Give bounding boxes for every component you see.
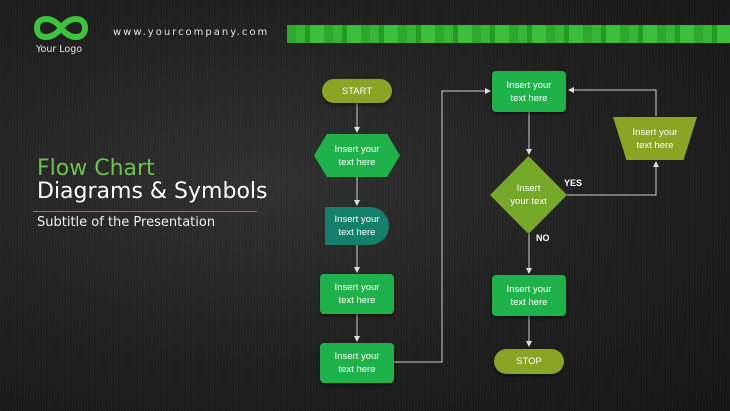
- title-line-1: Flow Chart: [37, 156, 155, 181]
- manual-op-text-line-2: text here: [636, 139, 674, 151]
- process-box-left-1: Insert your text here: [320, 274, 394, 314]
- decision-text: Insert your text: [490, 156, 567, 234]
- process-left-1-line-2: text here: [338, 295, 376, 306]
- process-bottom-right-line-2: text here: [510, 296, 548, 308]
- title-divider: [33, 211, 257, 212]
- process-bottom-right-line-1: Insert your: [506, 283, 552, 295]
- infinity-icon: [33, 16, 89, 40]
- stop-terminator: STOP: [494, 349, 564, 374]
- delay-shape: Insert your text here: [325, 207, 389, 245]
- hexagon-text-line-1: Insert your: [334, 143, 380, 155]
- process-left-2-line-1: Insert your: [334, 351, 380, 362]
- process-box-top-right: Insert your text here: [492, 71, 566, 112]
- connector-manual-topright: [568, 87, 657, 116]
- process-left-1-line-1: Insert your: [334, 282, 380, 293]
- process-box-bottom-right: Insert your text here: [492, 275, 566, 316]
- stop-label: STOP: [516, 356, 542, 367]
- delay-text-line-2: text here: [338, 227, 376, 238]
- preparation-hexagon: Insert your text here: [314, 134, 400, 177]
- subtitle: Subtitle of the Presentation: [37, 215, 216, 230]
- process-left-2-line-2: text here: [338, 364, 376, 375]
- yes-label: YES: [564, 178, 583, 188]
- logo-text: Your Logo: [36, 44, 83, 55]
- start-label: START: [341, 85, 373, 97]
- decision-text-line-1: Insert: [516, 183, 541, 194]
- process-top-right-line-1: Insert your: [506, 79, 552, 91]
- process-top-right-line-2: text here: [510, 92, 548, 104]
- website-url: www.yourcompany.com: [113, 27, 270, 38]
- title-line-2: Diagrams & Symbols: [37, 179, 268, 204]
- no-label: NO: [536, 233, 550, 243]
- manual-op-text-line-1: Insert your: [632, 126, 678, 138]
- start-terminator: START: [322, 79, 392, 103]
- delay-text-line-1: Insert your: [334, 214, 380, 225]
- hexagon-text-line-2: text here: [338, 156, 376, 168]
- decision-text-line-2: your text: [510, 196, 547, 207]
- connector-decision-yes: [567, 161, 659, 196]
- process-box-left-2: Insert your text here: [320, 343, 394, 383]
- manual-operation-trapezoid: Insert your text here: [613, 117, 697, 160]
- header-accent-bar: [287, 25, 730, 43]
- connector-process-topright: [394, 88, 491, 363]
